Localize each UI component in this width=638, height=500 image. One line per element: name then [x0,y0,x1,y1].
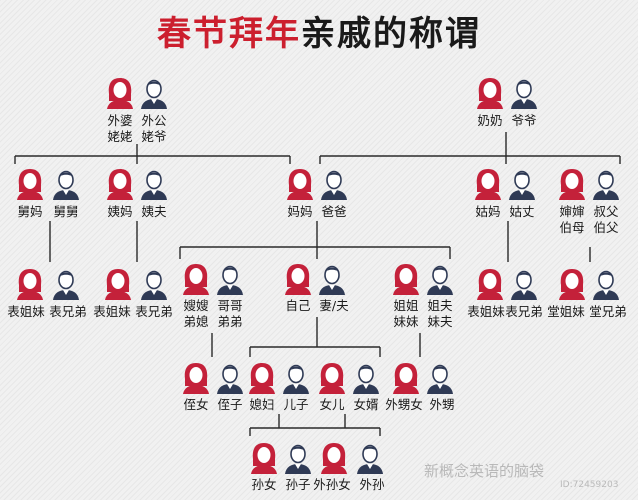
woman-icon [103,268,133,300]
kinship-label: 表兄弟 [135,304,173,319]
kinship-label: 外甥女 [385,397,423,412]
man-icon [591,168,621,200]
kinship-label: 自己 [285,298,311,313]
man-icon [351,362,381,394]
kinship-label: 外孙 [359,477,385,492]
woman-icon [181,263,211,295]
kinship-label: 姐夫 [427,298,453,313]
kinship-label: 叔父 [593,204,619,219]
woman-icon [105,77,135,109]
woman-icon [391,263,421,295]
kinship-label: 爸爸 [321,204,347,219]
kinship-label: 外婆 [107,113,133,128]
watermark-id: ID:72459203 [560,480,619,490]
title-part-a: 春节拜年 [157,14,301,54]
man-icon [425,362,455,394]
woman-icon [319,442,349,474]
woman-icon [105,168,135,200]
kinship-label: 侄女 [183,397,209,412]
woman-icon [557,268,587,300]
page-title: 春节拜年亲戚的称谓 [0,6,638,55]
kinship-label: 奶奶 [477,113,503,128]
kinship-label: 姥爷 [141,129,167,144]
woman-icon [317,362,347,394]
watermark-account: 新概念英语的脑袋 [424,462,545,480]
kinship-label: 表姐妹 [93,304,131,319]
woman-icon [285,168,315,200]
kinship-label: 舅舅 [53,204,79,219]
kinship-label: 妈妈 [287,204,313,219]
kinship-label: 表兄弟 [505,304,543,319]
man-icon [509,77,539,109]
man-icon [355,442,385,474]
man-icon [507,168,537,200]
man-icon [591,268,621,300]
woman-icon [15,268,45,300]
woman-icon [181,362,211,394]
kinship-label: 舅妈 [17,204,43,219]
kinship-label: 妻/夫 [319,298,349,313]
man-icon [51,268,81,300]
kinship-label: 妹妹 [393,314,419,329]
kinship-label: 嫂嫂 [183,298,209,313]
woman-icon [249,442,279,474]
man-icon [139,77,169,109]
man-icon [51,168,81,200]
kinship-label: 姐姐 [393,298,419,313]
man-icon [215,362,245,394]
woman-icon [475,268,505,300]
kinship-label: 堂姐妹 [547,304,585,319]
kinship-label: 姥姥 [107,129,133,144]
title-part-b: 亲戚的称谓 [301,14,481,54]
kinship-label: 孙子 [285,477,311,492]
kinship-label: 外孙女 [313,477,351,492]
kinship-label: 姑丈 [509,204,535,219]
kinship-label: 姑妈 [475,204,501,219]
kinship-label: 侄子 [217,397,243,412]
kinship-label: 媳妇 [249,397,275,412]
kinship-label: 外公 [141,113,167,128]
woman-icon [391,362,421,394]
woman-icon [473,168,503,200]
woman-icon [557,168,587,200]
man-icon [281,362,311,394]
man-icon [425,263,455,295]
kinship-label: 姨妈 [107,204,133,219]
man-icon [215,263,245,295]
kinship-label: 孙女 [251,477,277,492]
man-icon [283,442,313,474]
man-icon [139,268,169,300]
kinship-label: 妹夫 [427,314,453,329]
man-icon [319,168,349,200]
kinship-label: 女婿 [353,397,379,412]
man-icon [139,168,169,200]
kinship-label: 表姐妹 [467,304,505,319]
kinship-label: 爷爷 [511,113,537,128]
woman-icon [475,77,505,109]
kinship-label: 堂兄弟 [589,304,627,319]
woman-icon [15,168,45,200]
woman-icon [283,263,313,295]
kinship-label: 儿子 [283,397,309,412]
kinship-label: 弟媳 [183,314,209,329]
kinship-label: 伯父 [593,220,619,235]
kinship-label: 伯母 [559,220,585,235]
kinship-label: 表姐妹 [7,304,45,319]
kinship-label: 婶婶 [559,204,585,219]
kinship-label: 女儿 [319,397,345,412]
woman-icon [247,362,277,394]
man-icon [509,268,539,300]
kinship-label: 表兄弟 [49,304,87,319]
kinship-label: 哥哥 [217,298,243,313]
kinship-label: 外甥 [429,397,455,412]
kinship-label: 弟弟 [217,314,243,329]
kinship-label: 姨夫 [141,204,167,219]
man-icon [317,263,347,295]
